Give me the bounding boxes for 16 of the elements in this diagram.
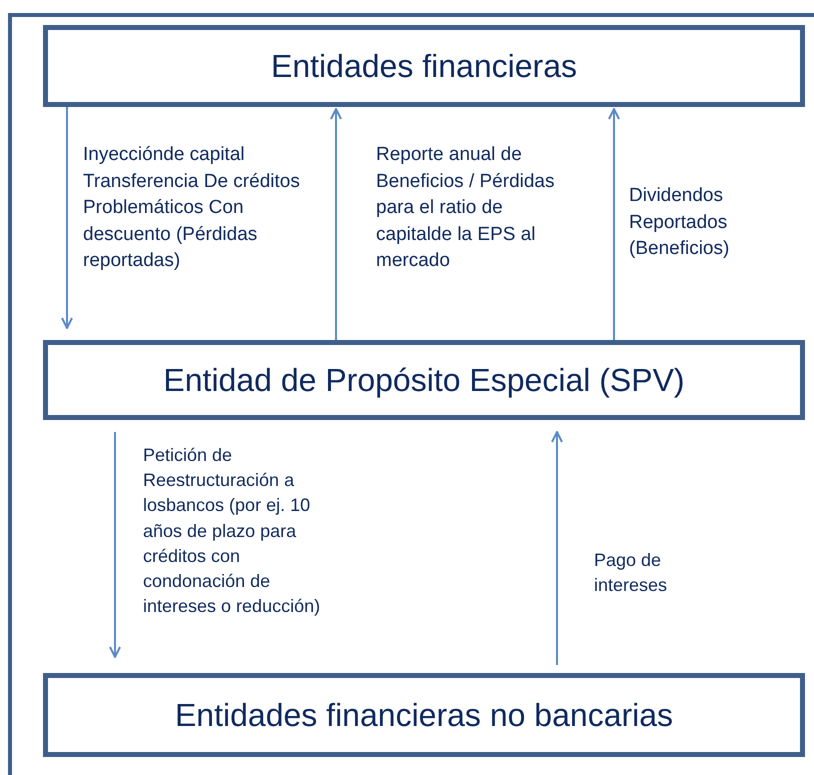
entity-box	[43, 673, 805, 757]
arrow	[61, 107, 73, 329]
entity-box	[43, 340, 805, 420]
edge-label: Pago de intereses	[594, 549, 668, 598]
edge-label: Reporte anual de Beneficios / Pérdidas para el ratio de capitalde la EPS al mercado	[376, 143, 556, 274]
box-title: Entidad de Propósito Especial (SPV)	[163, 361, 685, 400]
arrow	[109, 432, 121, 658]
edge-label: Petición de Reestructuración a losbancos (por ej. 10 años de plazo para créditos con condonación de intereses o reducción)	[143, 444, 322, 618]
entity-box	[43, 25, 805, 107]
arrow	[551, 431, 563, 665]
arrow	[608, 108, 620, 340]
arrow	[330, 108, 342, 340]
box-title: Entidades financieras no bancarias	[174, 696, 674, 735]
box-title: Entidades financieras	[271, 47, 577, 86]
edge-label: Inyecciónde capital Transferencia De créditos Problemáticos Con descuento (Pérdidas reportadas)	[83, 143, 301, 274]
edge-label: Dividendos Reportados (Beneficios)	[629, 184, 730, 262]
